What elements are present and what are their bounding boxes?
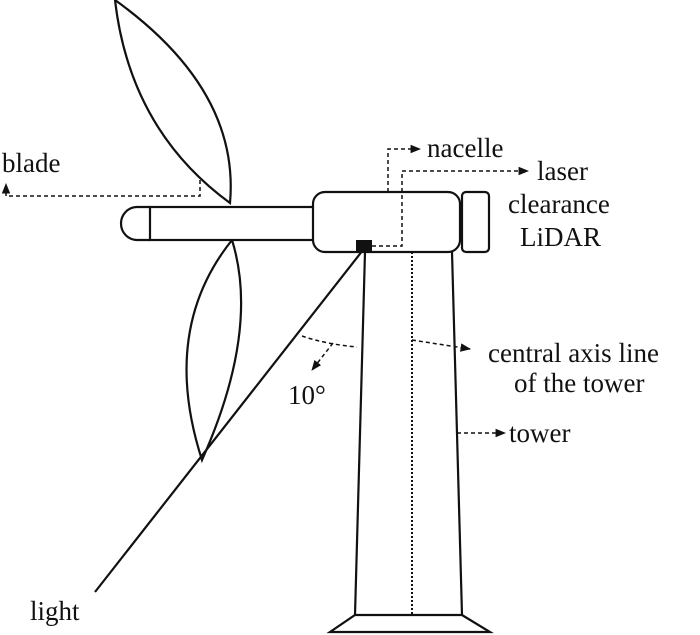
- lidar-leader: [372, 166, 530, 247]
- label-angle: 10°: [288, 380, 326, 410]
- label-nacelle: nacelle: [427, 133, 503, 163]
- label-lidar-line2: clearance: [508, 189, 610, 219]
- label-lidar-line1: laser: [537, 156, 588, 186]
- rotor-shaft: [148, 205, 316, 242]
- nacelle-leader: [387, 144, 422, 192]
- tower-base: [326, 613, 494, 634]
- lower-blade: [185, 237, 243, 464]
- light-beam: [94, 249, 364, 593]
- blade-leader: [1, 180, 201, 197]
- hub-nose: [119, 205, 150, 242]
- nacelle-body: [311, 190, 462, 254]
- lidar-sensor: [356, 240, 372, 252]
- angle-arrow: [311, 342, 334, 371]
- label-light: light: [30, 596, 80, 626]
- upper-blade: [113, 0, 232, 206]
- label-axis-line2: of the tower: [514, 368, 644, 398]
- nacelle-endcap: [460, 190, 491, 254]
- label-axis-line1: central axis line: [488, 338, 659, 368]
- label-blade: blade: [2, 148, 60, 178]
- angle-arc: [301, 335, 358, 348]
- tower-left-edge: [353, 251, 367, 616]
- label-lidar-line3: LiDAR: [520, 222, 601, 252]
- label-tower: tower: [509, 418, 570, 448]
- axis-leader: [411, 339, 472, 352]
